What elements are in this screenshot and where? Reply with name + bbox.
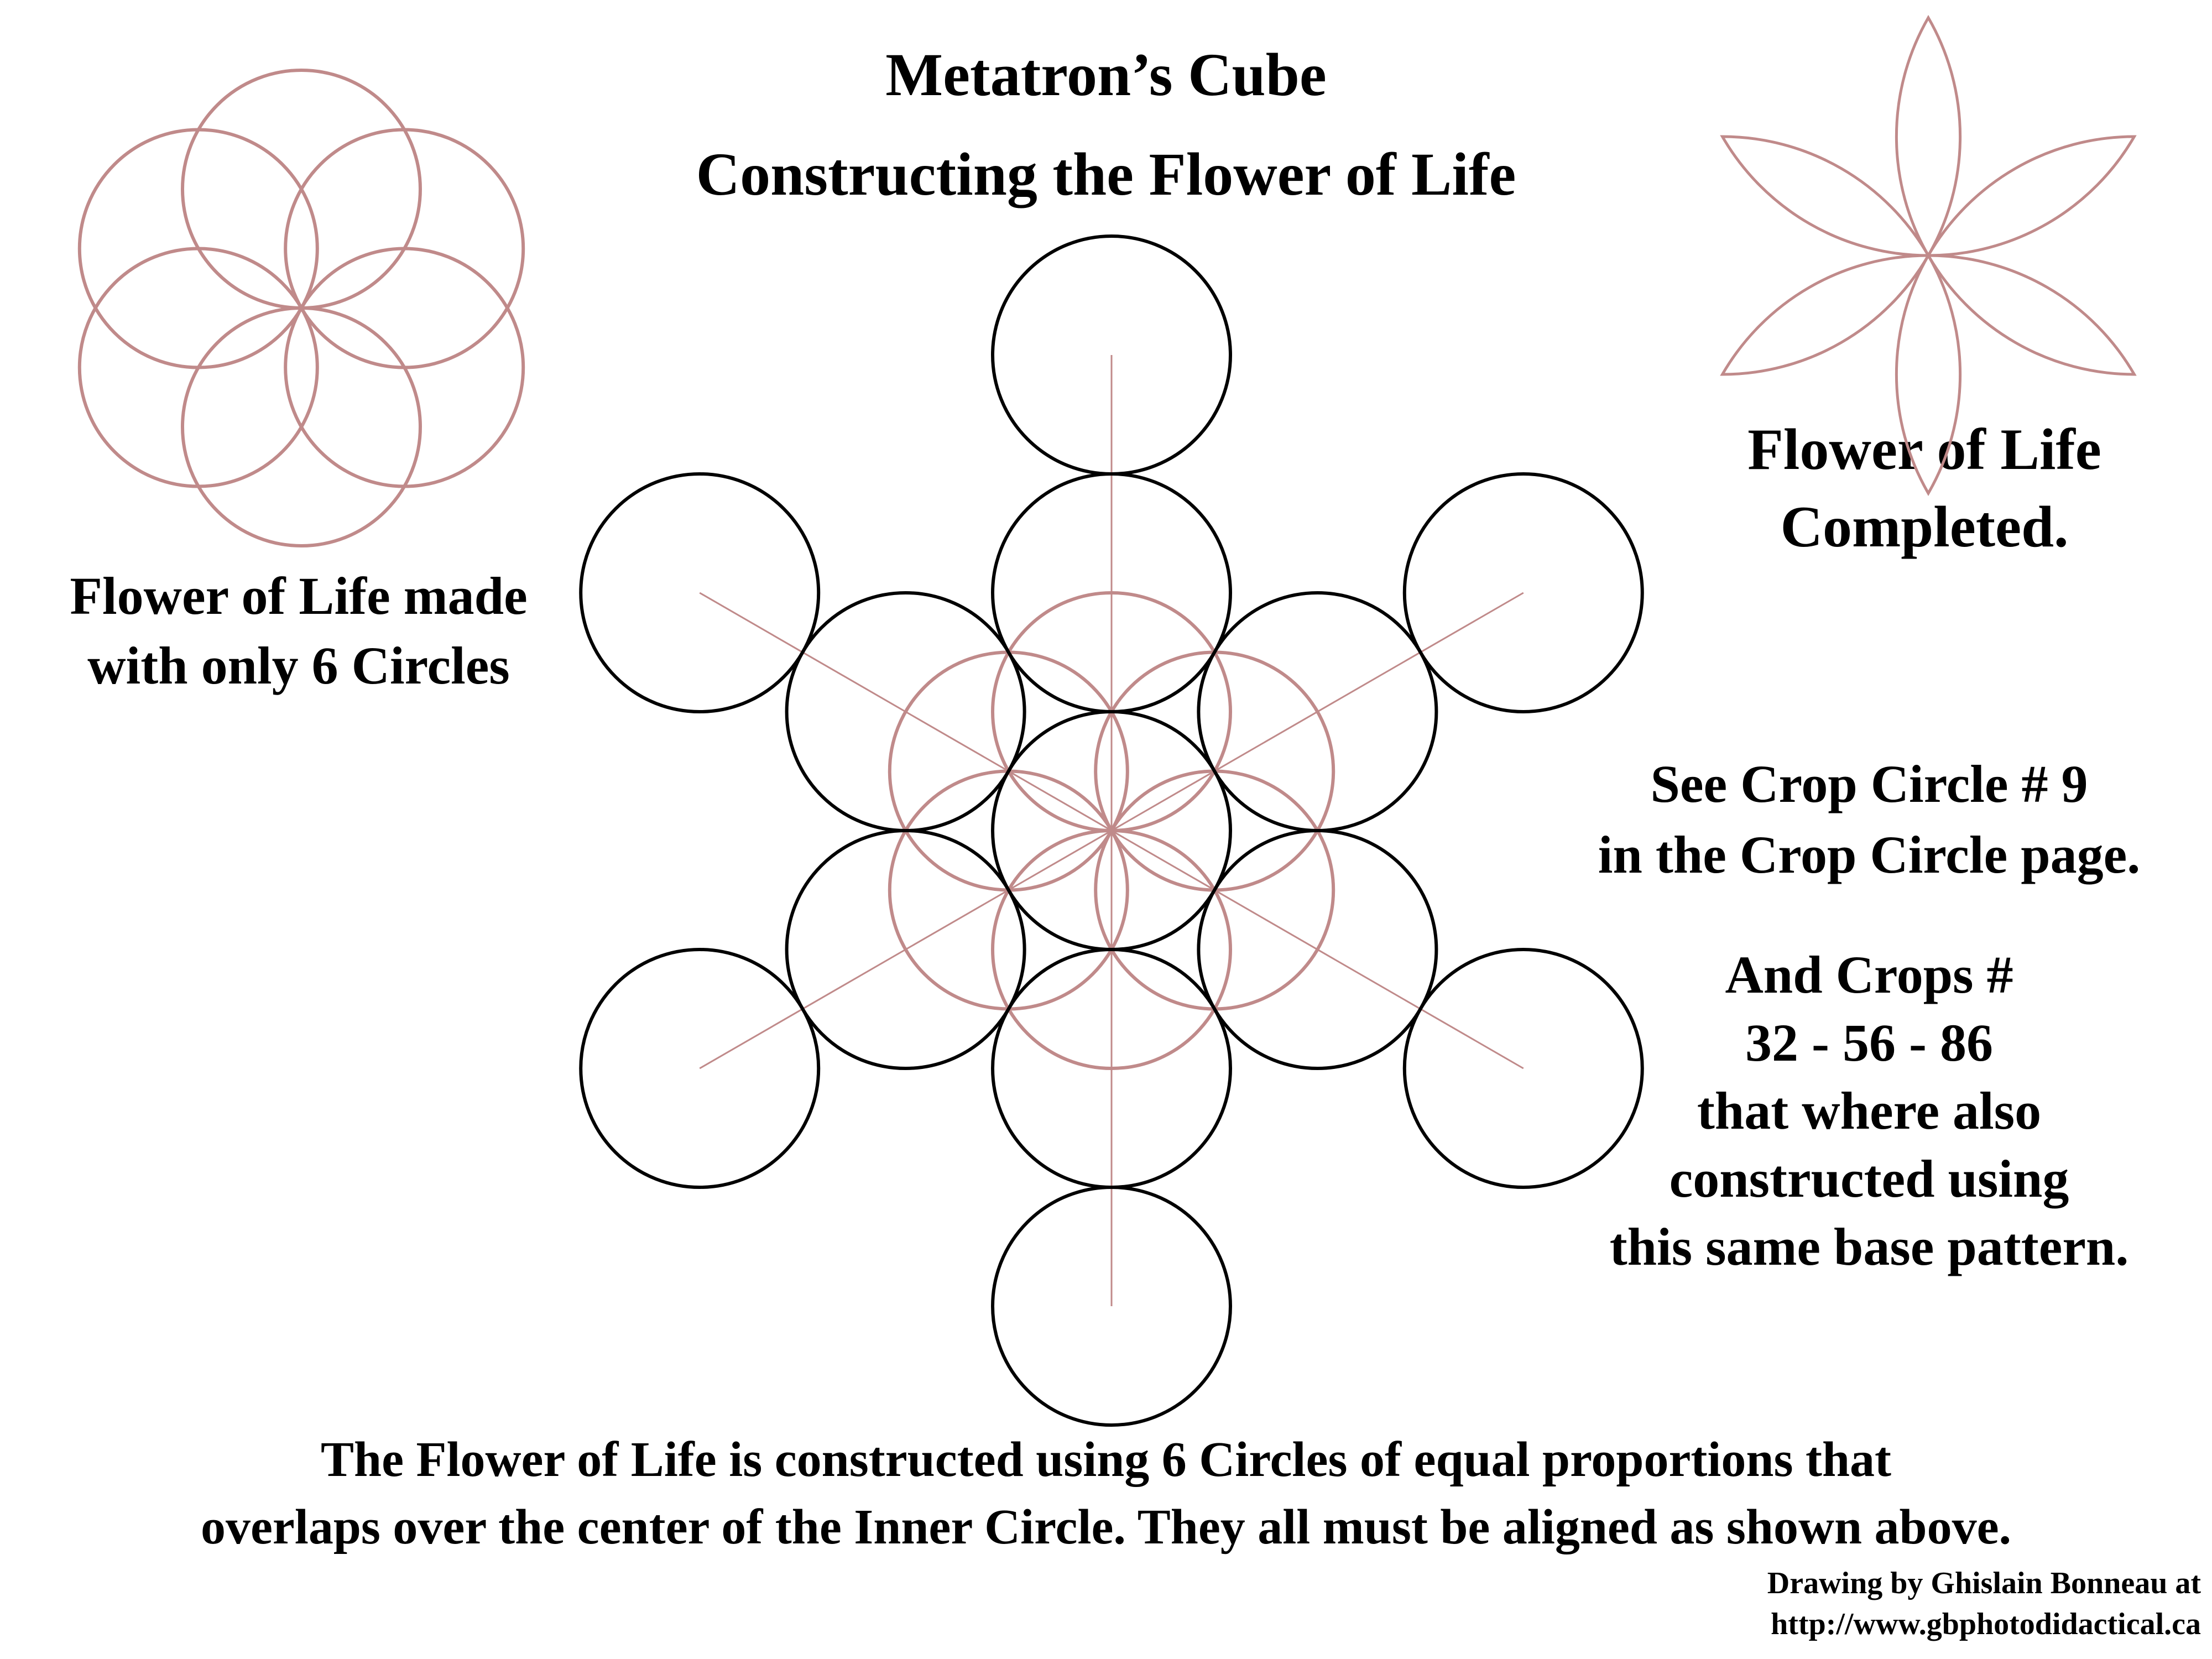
credit-line-1: Drawing by Ghislain Bonneau at [1767, 1566, 2201, 1600]
six-circle-flower-circle [77, 128, 319, 369]
outer-ring-circle [579, 472, 821, 713]
six-circle-flower-figure [77, 69, 525, 547]
completed-caption-line-1: Flower of Life [1747, 417, 2101, 482]
crop-circle-note: See Crop Circle # 9 in the Crop Circle p… [1537, 758, 2201, 899]
inner-ring-circle [785, 591, 1026, 832]
page-subtitle: Constructing the Flower of Life [696, 140, 1516, 208]
metatron-cube-circles [579, 234, 1644, 1427]
six-circle-flower-circle [77, 247, 319, 488]
footer-line-2: overlaps over the center of the Inner Ci… [200, 1500, 2012, 1554]
outer-ring-circle [579, 948, 821, 1189]
crop-circle-note-line-2: in the Crop Circle page. [1598, 825, 2141, 884]
flower-petal [1720, 135, 1931, 257]
flower-petal [1895, 14, 1962, 259]
outer-ring-circle [1402, 472, 1644, 713]
completed-caption: Flower of Life Completed. [1648, 420, 2201, 575]
six-circle-caption: Flower of Life made with only 6 Circles [22, 570, 575, 709]
credit-line-2: http://www.gbphotodidactical.ca [1771, 1607, 2201, 1641]
page-title: Metatron’s Cube [885, 41, 1327, 108]
outer-ring-circle [1402, 948, 1644, 1189]
crops-note-line-5: this same base pattern. [1609, 1217, 2129, 1276]
outer-ring-circle [991, 1186, 1232, 1427]
crops-note-line-4: constructed using [1669, 1149, 2069, 1208]
six-circle-caption-line-2: with only 6 Circles [87, 636, 510, 695]
outer-ring-circle [991, 234, 1232, 476]
completed-caption-line-2: Completed. [1780, 494, 2069, 559]
footer-explanation: The Flower of Life is constructed using … [55, 1435, 2157, 1570]
crops-note-line-3: that where also [1697, 1081, 2042, 1140]
six-circle-caption-line-1: Flower of Life made [70, 566, 528, 625]
crop-circle-note-line-1: See Crop Circle # 9 [1650, 754, 2088, 813]
completed-flower-petals [1720, 14, 2137, 497]
flower-petal [1926, 135, 2137, 257]
inner-ring-circle [1197, 829, 1438, 1070]
footer-line-1: The Flower of Life is constructed using … [321, 1432, 1891, 1487]
crops-note: And Crops # 32 - 56 - 86 that where also… [1537, 948, 2201, 1288]
crops-note-line-2: 32 - 56 - 86 [1745, 1013, 1993, 1072]
drawing-credit: Drawing by Ghislain Bonneau at http://ww… [1648, 1568, 2201, 1650]
flower-petal [1926, 254, 2137, 376]
flower-petal [1895, 252, 1962, 497]
flower-petal [1720, 254, 1931, 376]
crops-note-line-1: And Crops # [1725, 945, 2013, 1004]
